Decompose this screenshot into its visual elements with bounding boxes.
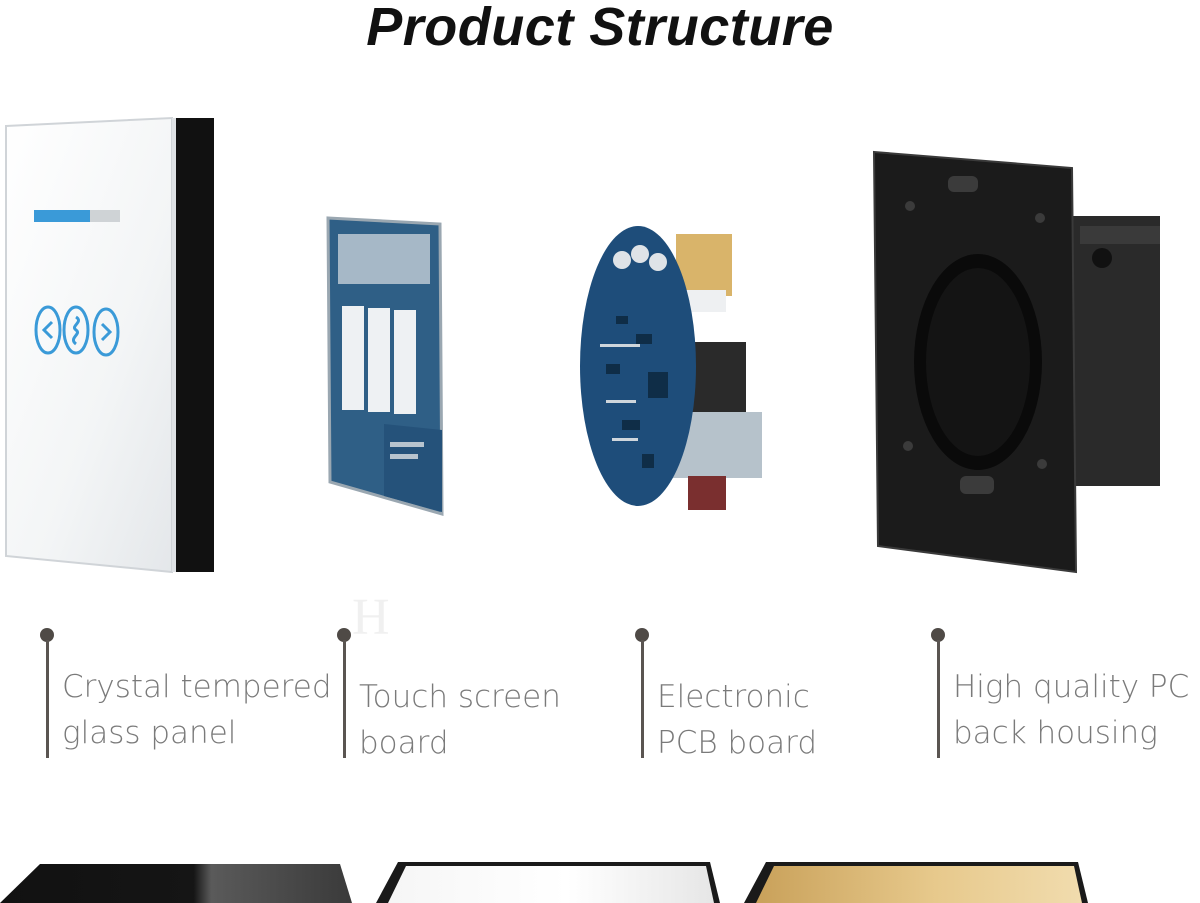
fan-icon [62, 305, 90, 355]
label-line-2: glass panel [62, 715, 237, 751]
marker-dot [337, 628, 351, 642]
label-line-2: board [359, 725, 449, 761]
page-title: Product Structure [366, 0, 834, 57]
marker-line [46, 640, 49, 758]
label-line-1: Crystal tempered [62, 669, 332, 705]
left-arrow-icon [34, 305, 62, 355]
touch-board-image [326, 216, 444, 516]
label-line-2: PCB board [657, 725, 818, 761]
marker-line [937, 640, 940, 758]
glass-panel-image [5, 116, 214, 574]
label-text: High quality PC back housing [953, 664, 1200, 756]
back-housing-image [872, 150, 1160, 574]
label-text: Crystal tempered glass panel [62, 664, 352, 756]
label-text: Electronic PCB board [657, 674, 947, 766]
level-bar-icon [34, 210, 120, 222]
marker-line [641, 640, 644, 758]
label-line-1: Electronic [657, 679, 810, 715]
watermark-text: H [352, 589, 390, 646]
label-line-1: High quality PC [953, 669, 1190, 705]
gold-panel-image [744, 862, 1088, 903]
label-text: Touch screen board [359, 674, 649, 766]
right-arrow-icon [92, 307, 120, 357]
label-line-2: back housing [953, 715, 1158, 751]
marker-dot [635, 628, 649, 642]
white-panel-image [376, 862, 720, 903]
label-line-1: Touch screen [359, 679, 561, 715]
marker-dot [931, 628, 945, 642]
marker-line [343, 640, 346, 758]
marker-dot [40, 628, 54, 642]
black-panel-image [0, 864, 352, 903]
pcb-board-image [580, 226, 762, 510]
